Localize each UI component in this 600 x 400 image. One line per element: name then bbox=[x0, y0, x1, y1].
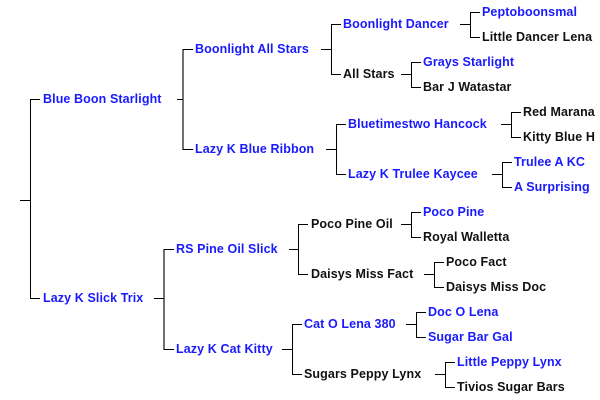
child-connector-line bbox=[183, 49, 193, 50]
child-connector-line bbox=[502, 162, 512, 163]
parent-connector-line bbox=[492, 174, 502, 175]
parent-connector-line bbox=[401, 224, 411, 225]
horse-name-link[interactable]: RS Pine Oil Slick bbox=[176, 242, 278, 256]
parent-connector-line bbox=[282, 349, 292, 350]
child-connector-line bbox=[292, 324, 302, 325]
child-connector-line bbox=[183, 149, 193, 150]
parent-connector-line bbox=[401, 74, 411, 75]
child-connector-line bbox=[445, 387, 455, 388]
horse-name-link[interactable]: Boonlight All Stars bbox=[195, 42, 309, 56]
horse-name: Little Dancer Lena bbox=[482, 30, 593, 44]
child-connector-line bbox=[411, 212, 421, 213]
bracket-vertical-line bbox=[336, 124, 337, 175]
child-connector-line bbox=[416, 312, 426, 313]
parent-connector-line bbox=[435, 374, 445, 375]
child-connector-line bbox=[511, 137, 521, 138]
bracket-vertical-line bbox=[411, 212, 412, 238]
parent-connector-line bbox=[406, 324, 416, 325]
horse-name: All Stars bbox=[343, 67, 395, 81]
child-connector-line bbox=[336, 124, 346, 125]
child-connector-line bbox=[292, 374, 302, 375]
horse-name: Kitty Blue H bbox=[523, 130, 596, 144]
bracket-vertical-line bbox=[502, 162, 503, 188]
child-connector-line bbox=[470, 37, 480, 38]
child-connector-line bbox=[511, 112, 521, 113]
horse-name-link[interactable]: Lazy K Cat Kitty bbox=[176, 342, 273, 356]
horse-name-link[interactable]: Bluetimestwo Hancock bbox=[348, 117, 487, 131]
horse-name: Sugars Peppy Lynx bbox=[304, 367, 422, 381]
root-connector-line bbox=[20, 200, 30, 201]
bracket-vertical-line bbox=[470, 12, 471, 38]
horse-name-link[interactable]: Doc O Lena bbox=[428, 305, 499, 319]
parent-connector-line bbox=[321, 49, 331, 50]
child-connector-line bbox=[416, 337, 426, 338]
child-connector-line bbox=[30, 298, 40, 299]
horse-name-link[interactable]: Boonlight Dancer bbox=[343, 17, 449, 31]
horse-name-link[interactable]: Cat O Lena 380 bbox=[304, 317, 396, 331]
parent-connector-line bbox=[154, 298, 164, 299]
child-connector-line bbox=[164, 349, 174, 350]
child-connector-line bbox=[434, 287, 444, 288]
child-connector-line bbox=[298, 224, 308, 225]
bracket-vertical-line bbox=[434, 262, 435, 288]
horse-name-link[interactable]: Grays Starlight bbox=[423, 55, 515, 69]
bracket-vertical-line bbox=[30, 99, 31, 299]
bracket-vertical-line bbox=[411, 62, 412, 88]
child-connector-line bbox=[164, 249, 174, 250]
child-connector-line bbox=[470, 12, 480, 13]
bracket-vertical-line bbox=[298, 224, 299, 275]
horse-name: Red Marana bbox=[523, 105, 595, 119]
child-connector-line bbox=[411, 62, 421, 63]
child-connector-line bbox=[331, 74, 341, 75]
horse-name: Tivios Sugar Bars bbox=[457, 380, 565, 394]
parent-connector-line bbox=[289, 249, 298, 250]
horse-name: Daisys Miss Doc bbox=[446, 280, 547, 294]
horse-name-link[interactable]: Sugar Bar Gal bbox=[428, 330, 513, 344]
horse-name-link[interactable]: Peptoboonsmal bbox=[482, 5, 578, 19]
bracket-vertical-line bbox=[331, 24, 332, 75]
child-connector-line bbox=[298, 274, 308, 275]
horse-name: Bar J Watastar bbox=[423, 80, 512, 94]
child-connector-line bbox=[336, 174, 346, 175]
child-connector-line bbox=[30, 99, 40, 100]
horse-name-link[interactable]: Blue Boon Starlight bbox=[43, 92, 162, 106]
bracket-vertical-line bbox=[292, 324, 293, 375]
bracket-vertical-line bbox=[416, 312, 417, 338]
child-connector-line bbox=[434, 262, 444, 263]
bracket-vertical-line bbox=[445, 362, 446, 388]
child-connector-line bbox=[331, 24, 341, 25]
child-connector-line bbox=[411, 237, 421, 238]
parent-connector-line bbox=[424, 274, 434, 275]
horse-name-link[interactable]: Little Peppy Lynx bbox=[457, 355, 562, 369]
horse-name: Poco Fact bbox=[446, 255, 507, 269]
parent-connector-line bbox=[326, 149, 336, 150]
horse-name-link[interactable]: Lazy K Slick Trix bbox=[43, 291, 144, 305]
horse-name-link[interactable]: Lazy K Blue Ribbon bbox=[195, 142, 315, 156]
child-connector-line bbox=[445, 362, 455, 363]
horse-name-link[interactable]: A Surprising bbox=[514, 180, 590, 194]
parent-connector-line bbox=[460, 24, 470, 25]
horse-name: Poco Pine Oil bbox=[311, 217, 393, 231]
parent-connector-line bbox=[501, 124, 511, 125]
horse-name: Daisys Miss Fact bbox=[311, 267, 414, 281]
horse-name: Royal Walletta bbox=[423, 230, 510, 244]
child-connector-line bbox=[502, 187, 512, 188]
bracket-vertical-line bbox=[182, 49, 184, 150]
horse-name-link[interactable]: Poco Pine bbox=[423, 205, 485, 219]
bracket-vertical-line bbox=[511, 112, 512, 138]
bracket-vertical-line bbox=[163, 249, 165, 350]
horse-name-link[interactable]: Lazy K Trulee Kaycee bbox=[348, 167, 478, 181]
horse-name-link[interactable]: Trulee A KC bbox=[514, 155, 586, 169]
parent-connector-line bbox=[177, 99, 183, 100]
child-connector-line bbox=[411, 87, 421, 88]
